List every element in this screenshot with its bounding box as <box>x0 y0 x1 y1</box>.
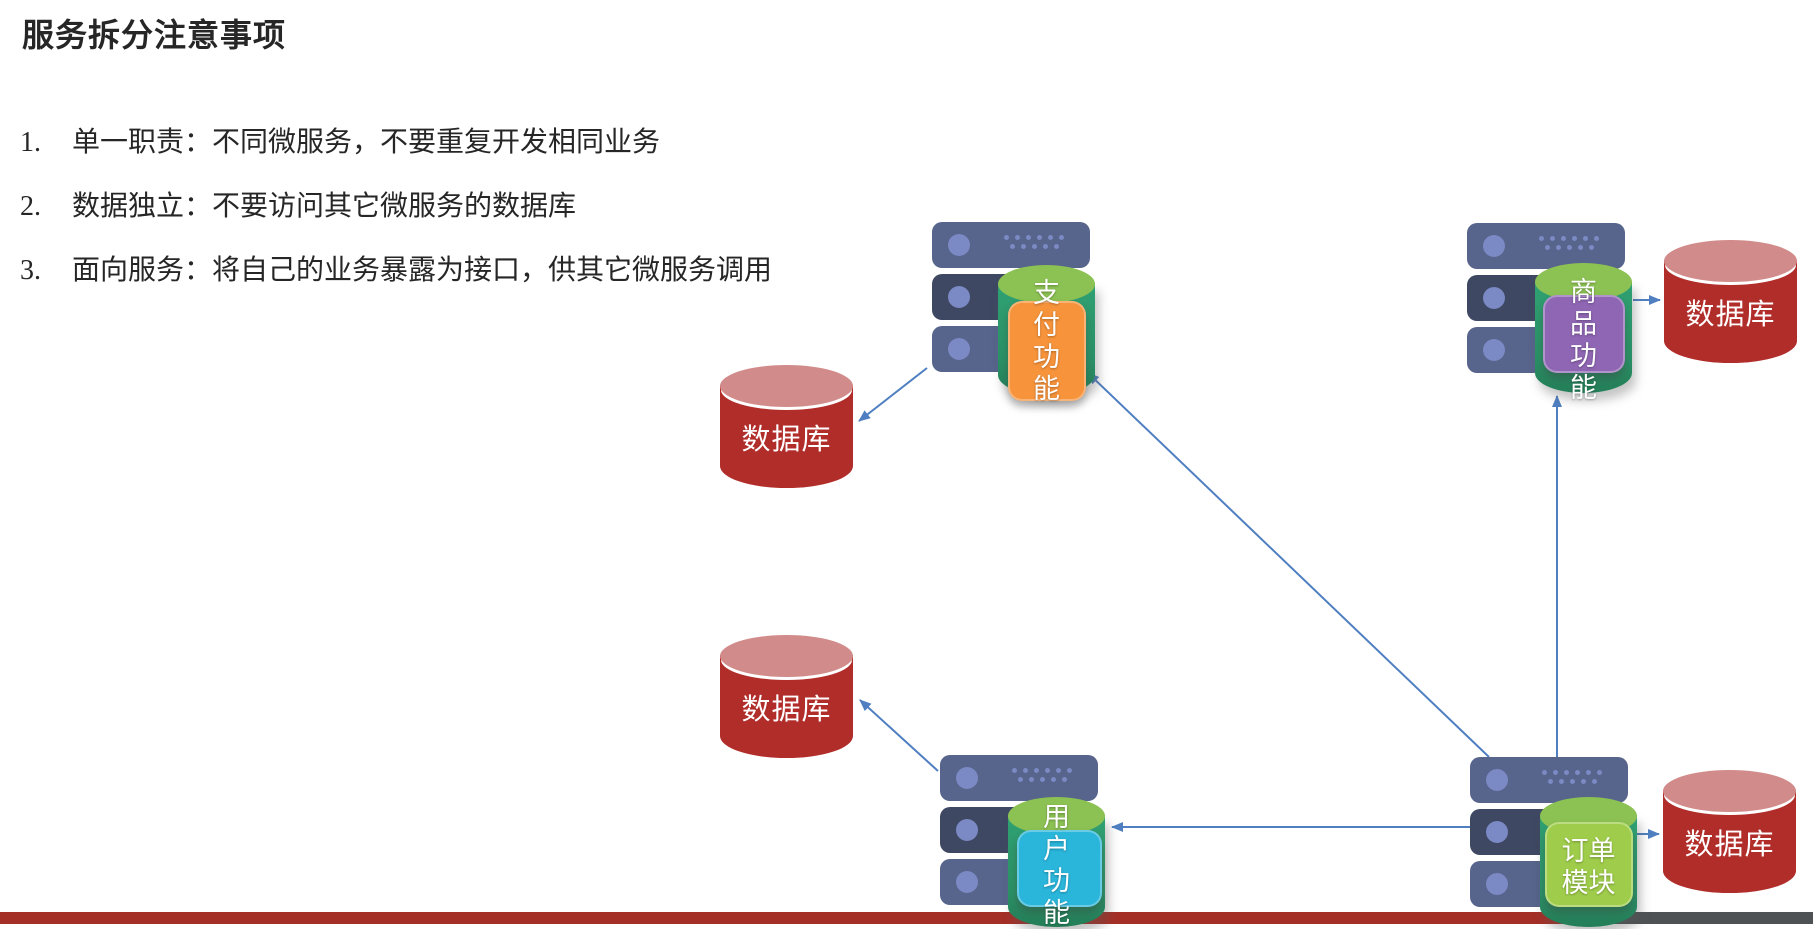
list-item: 2. 数据独立：不要访问其它微服务的数据库 <box>20 192 772 222</box>
server-unit <box>1470 757 1628 803</box>
payment-chip <box>1008 301 1086 401</box>
product-module-label: 商品功能 <box>1570 277 1597 403</box>
led-circle-icon <box>1486 769 1508 791</box>
module-cylinder-icon: 商品功能 <box>1535 263 1632 403</box>
vent-dots-icon <box>1542 770 1614 790</box>
arrow-order-to-payment <box>1087 372 1490 758</box>
footer-accent-bar-gray <box>1610 912 1813 924</box>
user-module-label: 用户功能 <box>1043 802 1070 928</box>
list-item: 1. 单一职责：不同微服务，不要重复开发相同业务 <box>20 128 772 158</box>
list-item-number: 3. <box>20 255 41 286</box>
notes-list: 1. 单一职责：不同微服务，不要重复开发相同业务 2. 数据独立：不要访问其它微… <box>20 128 772 286</box>
cylinder-top <box>1008 797 1105 835</box>
led-circle-icon <box>948 234 970 256</box>
product-chip <box>1543 295 1625 373</box>
footer-accent-bar-red <box>0 912 1597 924</box>
database-icon-bottom-right: 数据库 <box>1663 770 1796 893</box>
order-module-label: 订单模块 <box>1561 836 1616 898</box>
user-chip <box>1017 830 1102 907</box>
database-icon-bottom-left: 数据库 <box>720 635 853 758</box>
product-service-group: 商品功能 <box>1467 223 1642 408</box>
payment-module-label: 支付功能 <box>1033 278 1060 404</box>
list-item-number: 2. <box>20 191 41 222</box>
module-cylinder-icon: 用户功能 <box>1008 797 1105 928</box>
led-circle-icon <box>1483 235 1505 257</box>
led-circle-icon <box>956 767 978 789</box>
list-item: 3. 面向服务：将自己的业务暴露为接口，供其它微服务调用 <box>20 256 772 286</box>
server-unit <box>940 755 1098 801</box>
database-label: 数据库 <box>741 693 832 726</box>
vent-dots-icon <box>1004 235 1076 255</box>
list-item-text: 单一职责：不同微服务，不要重复开发相同业务 <box>72 127 661 158</box>
database-label: 数据库 <box>1684 828 1775 861</box>
module-cylinder-icon: 支付功能 <box>998 265 1095 404</box>
cylinder-top <box>998 265 1095 303</box>
arrow-payment-to-db1 <box>858 367 928 422</box>
user-service-group: 用户功能 <box>940 755 1115 928</box>
database-label: 数据库 <box>1685 298 1776 331</box>
server-unit <box>932 222 1090 268</box>
order-chip <box>1545 822 1633 907</box>
server-unit <box>1467 223 1625 269</box>
cylinder-top <box>1535 263 1632 301</box>
list-item-text: 面向服务：将自己的业务暴露为接口，供其它微服务调用 <box>72 255 773 286</box>
database-top <box>720 365 853 407</box>
vent-dots-icon <box>1539 236 1611 256</box>
database-top <box>1664 240 1797 282</box>
vent-dots-icon <box>1012 768 1084 788</box>
order-service-group: 订单模块 <box>1470 757 1645 927</box>
database-label: 数据库 <box>741 423 832 456</box>
list-item-number: 1. <box>20 127 41 158</box>
module-cylinder-icon: 订单模块 <box>1540 797 1637 927</box>
list-item-text: 数据独立：不要访问其它微服务的数据库 <box>72 191 577 222</box>
database-icon-top-right: 数据库 <box>1664 240 1797 363</box>
page-title: 服务拆分注意事项 <box>22 17 287 53</box>
database-top <box>720 635 853 677</box>
arrow-user-to-db2 <box>859 699 939 772</box>
database-icon-top-left: 数据库 <box>720 365 853 488</box>
database-top <box>1663 770 1796 812</box>
payment-service-group: 支付功能 <box>932 222 1107 407</box>
